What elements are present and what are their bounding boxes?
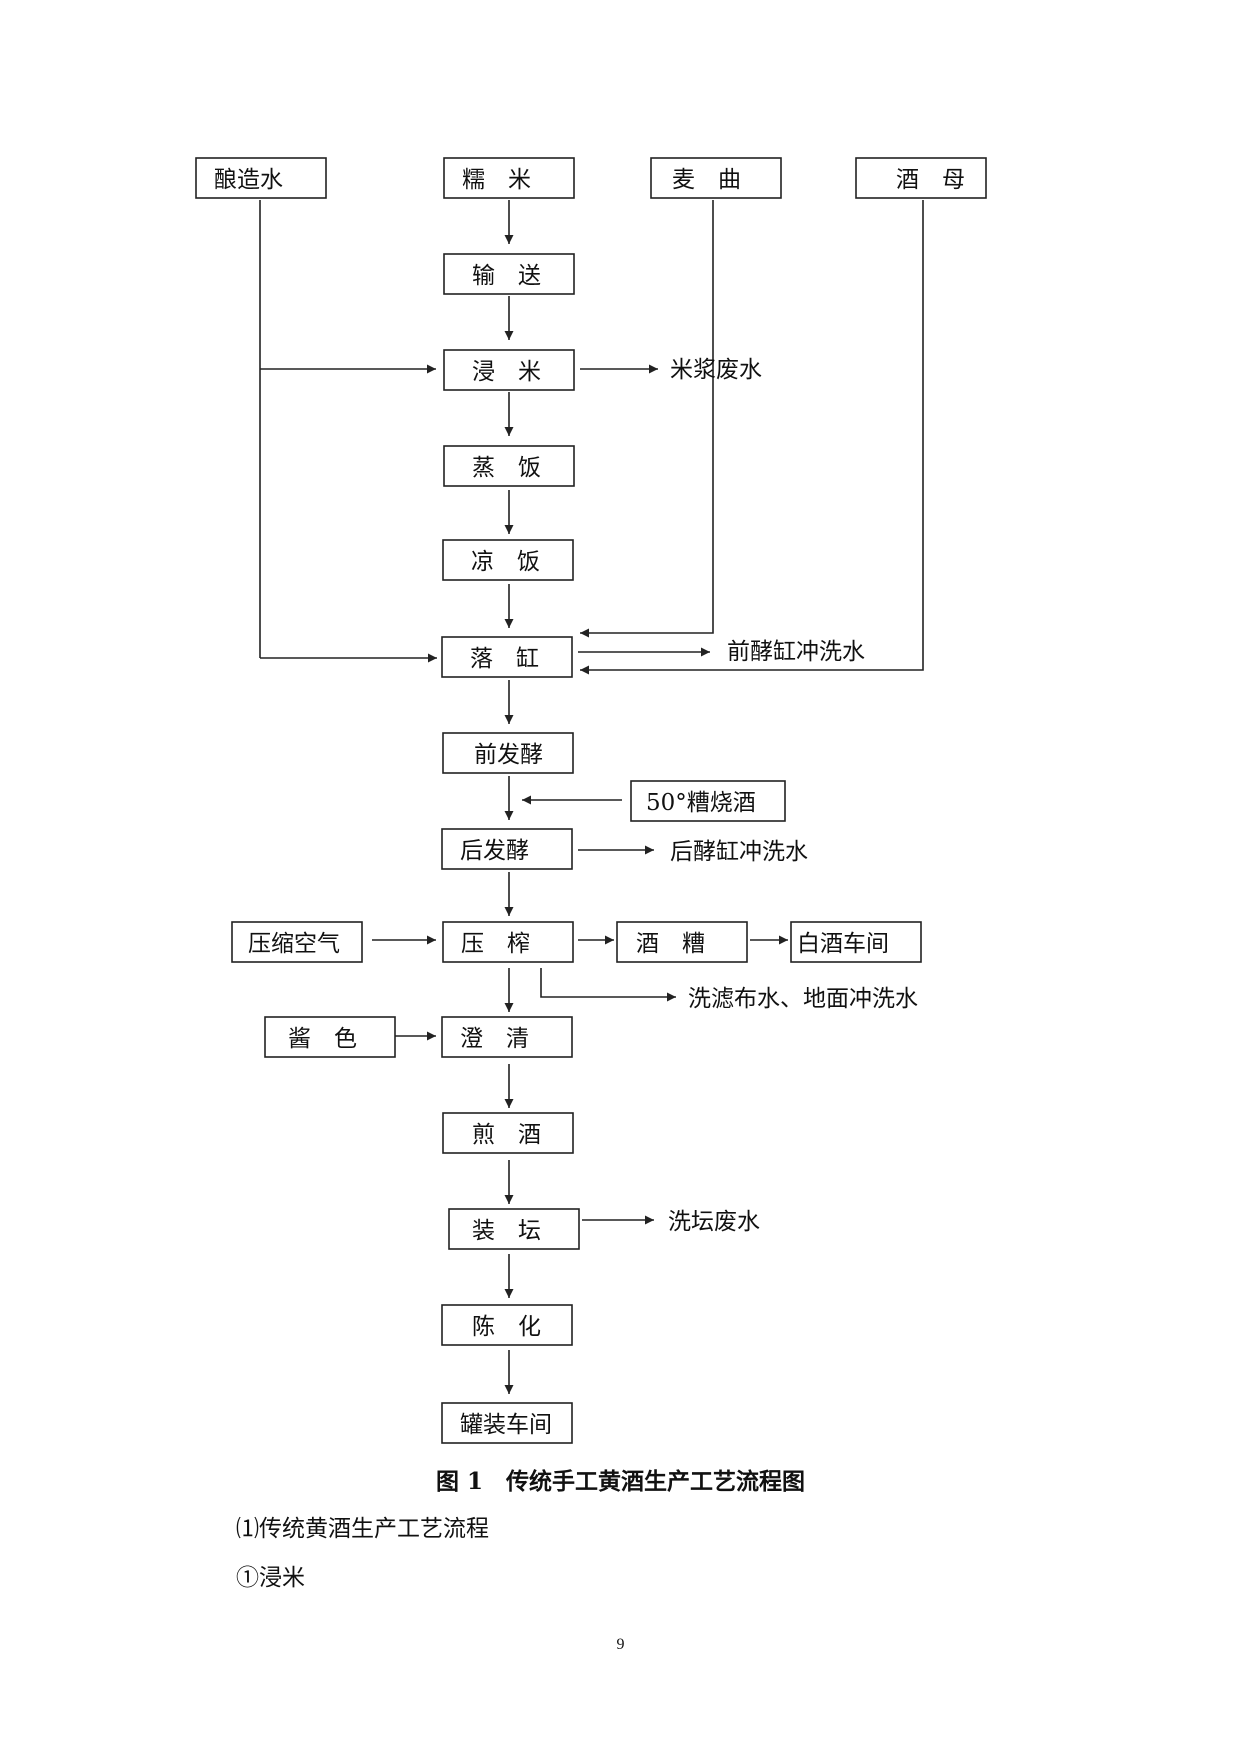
box-lees: 酒 糟 [616,921,748,963]
box-cooling: 凉 饭 [442,539,574,581]
box-wheat-koji: 麦 曲 [650,157,782,199]
box-brewing-water-label: 酿造水 [214,167,283,193]
box-yeast-starter-label: 酒 母 [896,167,965,193]
section-heading: ⑴传统黄酒生产工艺流程 [236,1516,489,1542]
figure-caption: 图 1 传统手工黄酒生产工艺流程图 [435,1468,805,1495]
box-clarifying-label: 澄 清 [460,1026,529,1052]
box-soaking-label: 浸 米 [472,359,541,385]
box-post-fermentation: 后发酵 [441,828,573,870]
box-liquor-50: 50°糟烧酒 [630,780,786,822]
box-compressed-air-label: 压缩空气 [248,931,340,957]
arrow-yeast-to-vat [580,200,924,675]
box-brewing-water: 酿造水 [195,157,327,199]
output-cloth-floor-wash: 洗滤布水、地面冲洗水 [688,986,918,1012]
output-post-vat-wash: 后酵缸冲洗水 [670,839,808,865]
box-steaming-label: 蒸 饭 [472,455,541,481]
box-glutinous-rice-label: 糯 米 [462,167,531,193]
box-yeast-starter: 酒 母 [855,157,987,199]
box-baijiu-workshop-label: 白酒车间 [797,931,889,957]
box-primary-fermentation-label: 前发酵 [474,742,543,768]
box-baijiu-workshop: 白酒车间 [790,921,922,963]
box-vat-loading-label: 落 缸 [470,646,539,672]
output-rice-wastewater: 米浆废水 [670,357,762,383]
box-jarring-label: 装 坛 [472,1218,541,1244]
connectors [259,200,924,1394]
output-jar-wash: 洗坛废水 [668,1209,760,1235]
box-caramel: 酱 色 [264,1016,396,1058]
box-wheat-koji-label: 麦 曲 [672,167,741,193]
box-decocting-label: 煎 酒 [472,1122,541,1148]
subsection-heading: ①浸米 [236,1565,305,1591]
box-post-fermentation-label: 后发酵 [460,838,529,864]
box-soaking: 浸 米 [443,349,575,391]
box-canning-workshop-label: 罐装车间 [460,1412,552,1438]
box-vat-loading: 落 缸 [441,636,573,678]
box-aging: 陈 化 [441,1304,573,1346]
box-liquor-50-label: 50°糟烧酒 [646,790,756,816]
box-compressed-air: 压缩空气 [231,921,363,963]
box-aging-label: 陈 化 [472,1314,541,1340]
box-pressing: 压 榨 [442,921,574,963]
box-lees-label: 酒 糟 [636,931,705,957]
box-caramel-label: 酱 色 [288,1026,357,1052]
box-pressing-label: 压 榨 [461,931,530,957]
arrow-pressing-waste-out [540,968,676,1002]
box-conveying: 输 送 [443,253,575,295]
box-primary-fermentation: 前发酵 [442,732,574,774]
box-cooling-label: 凉 饭 [471,549,540,575]
output-primary-vat-wash: 前酵缸冲洗水 [727,639,865,665]
box-jarring: 装 坛 [448,1208,580,1250]
page-number: 9 [616,1636,625,1653]
box-conveying-label: 输 送 [472,263,541,289]
box-canning-workshop: 罐装车间 [441,1402,573,1444]
arrow-koji-to-vat [580,200,714,638]
process-flow-diagram: 酿造水 糯 米 麦 曲 酒 母 输 送 浸 米 蒸 饭 凉 饭 [195,157,987,1444]
box-glutinous-rice: 糯 米 [443,157,575,199]
box-steaming: 蒸 饭 [443,445,575,487]
box-clarifying: 澄 清 [441,1016,573,1058]
box-decocting: 煎 酒 [442,1112,574,1154]
